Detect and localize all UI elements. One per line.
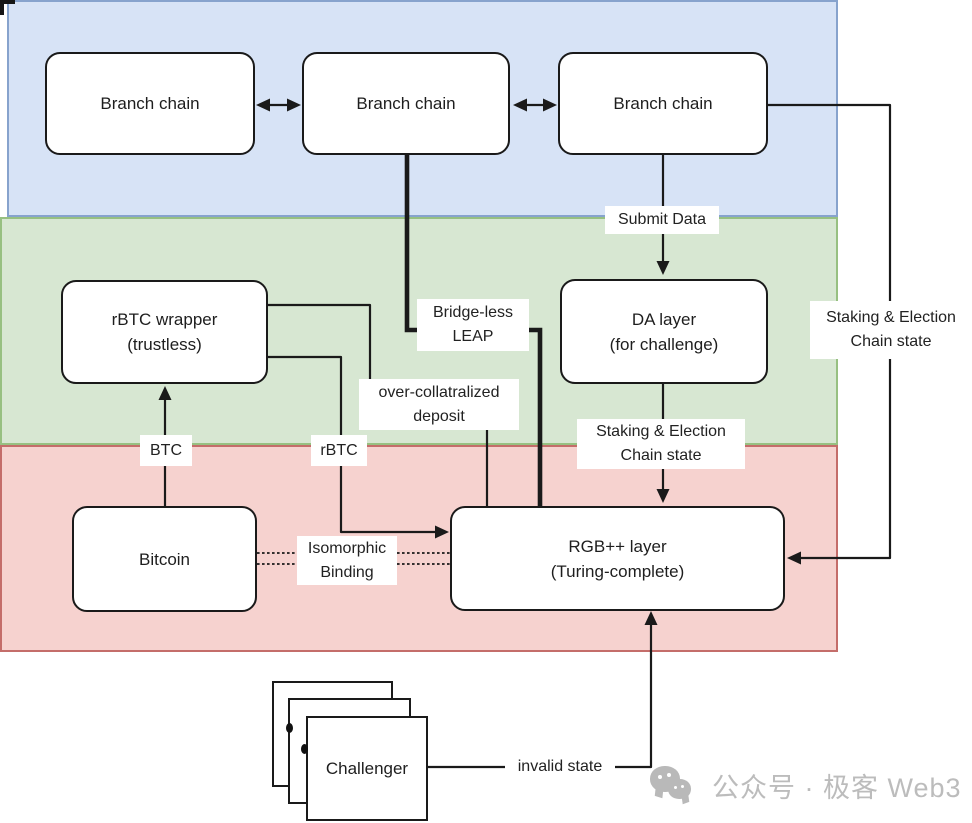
rbtc-wrapper-line2: (trustless) xyxy=(127,335,202,354)
da-layer-box: DA layer (for challenge) xyxy=(560,279,768,384)
submit-data-label: Submit Data xyxy=(605,206,719,234)
over-collateralized-deposit-label: over-collatralized deposit xyxy=(359,379,519,430)
branch-chain-1-label: Branch chain xyxy=(100,94,200,113)
staking-right-line2: Chain state xyxy=(850,333,932,350)
branch-chain-box-2: Branch chain xyxy=(302,52,510,155)
staking-center-line1: Staking & Election xyxy=(596,423,726,440)
branch-chain-3-label: Branch chain xyxy=(613,94,713,113)
invalid-state-arrow xyxy=(428,611,658,769)
branch-chain-2-label: Branch chain xyxy=(356,94,456,113)
challenger-box-front: Challenger xyxy=(306,716,428,821)
bitcoin-box: Bitcoin xyxy=(72,506,257,612)
occluded-text-fragment xyxy=(301,744,308,754)
watermark-text: 公众号 · 极客 Web3 xyxy=(712,772,962,803)
isomorphic-line1: Isomorphic xyxy=(307,539,387,557)
submit-data-text: Submit Data xyxy=(617,211,707,228)
branch2-branch3-double-arrow xyxy=(513,98,557,112)
watermark: 公众号 · 极客 Web3 xyxy=(650,757,962,813)
over-collateralized-line2: deposit xyxy=(413,407,465,425)
isomorphic-binding-label: Isomorphic Binding xyxy=(297,536,397,585)
rbtc-text: rBTC xyxy=(320,441,358,459)
staking-right-line1: Staking & Election xyxy=(826,309,956,326)
invalid-state-label: invalid state xyxy=(505,752,615,782)
isomorphic-line2: Binding xyxy=(320,563,374,581)
staking-center-line2: Chain state xyxy=(620,447,702,464)
staking-election-right-label: Staking & Election Chain state xyxy=(810,301,972,359)
rbtc-wrapper-line1: rBTC wrapper xyxy=(111,310,218,329)
btc-label: BTC xyxy=(140,435,192,466)
invalid-state-text: invalid state xyxy=(517,758,603,775)
btc-text: BTC xyxy=(150,441,182,459)
screenshot-corner-artifact xyxy=(0,0,4,15)
bridge-less-leap-label: Bridge-less LEAP xyxy=(417,299,529,351)
branch-chain-box-1: Branch chain xyxy=(45,52,255,155)
rgb-plus-plus-layer-box: RGB++ layer (Turing-complete) xyxy=(450,506,785,611)
bridge-less-line2: LEAP xyxy=(452,328,494,345)
rgb-layer-line2: (Turing-complete) xyxy=(550,561,685,581)
screenshot-corner-artifact xyxy=(0,0,15,4)
branch-chain-box-3: Branch chain xyxy=(558,52,768,155)
bitcoin-label: Bitcoin xyxy=(138,549,191,569)
rgb-layer-line1: RGB++ layer xyxy=(568,536,667,556)
branch1-branch2-double-arrow xyxy=(256,98,301,112)
staking-election-center-label: Staking & Election Chain state xyxy=(577,419,745,469)
rbtc-label: rBTC xyxy=(311,435,367,466)
challenger-front-label: Challenger xyxy=(325,758,409,778)
da-layer-line1: DA layer xyxy=(631,309,697,329)
occluded-text-fragment xyxy=(286,723,293,733)
over-collateralized-line1: over-collatralized xyxy=(378,383,500,401)
rbtc-wrapper-box: rBTC wrapper (trustless) xyxy=(61,280,268,384)
wechat-icon xyxy=(650,761,700,809)
da-layer-line2: (for challenge) xyxy=(609,334,719,354)
bridge-less-line1: Bridge-less xyxy=(432,304,514,321)
